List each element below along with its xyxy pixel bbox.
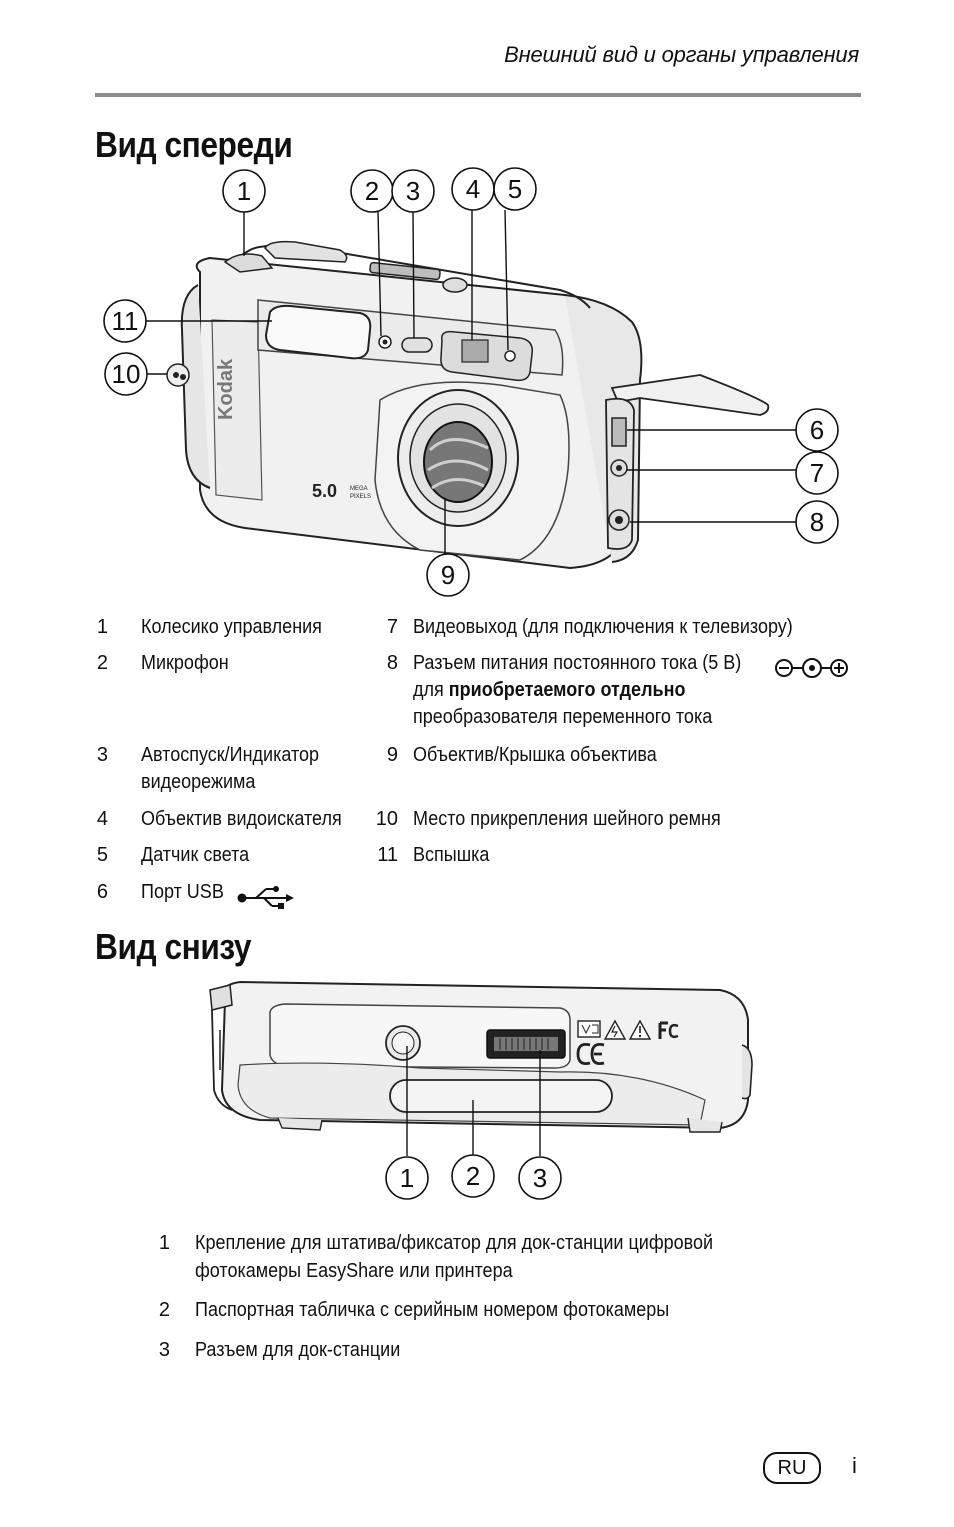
bottom-callout-1: 1 <box>385 1156 429 1200</box>
bottom-item-2-num: 2 <box>158 1299 170 1321</box>
front-item-5-text: Датчик света <box>141 844 250 866</box>
callout-10: 10 <box>104 352 148 396</box>
front-item-3-line2: видеорежима <box>141 771 256 793</box>
front-item-11-num: 11 <box>377 844 398 866</box>
front-item-5-num: 5 <box>96 844 108 866</box>
svg-text:4: 4 <box>466 174 480 204</box>
shutter-button <box>264 240 348 263</box>
power-button <box>442 277 468 293</box>
svg-text:5: 5 <box>508 174 522 204</box>
front-item-6-text: Порт USB <box>141 881 224 903</box>
megapixel-label: 5.0 <box>312 481 337 501</box>
front-item-8-line2-pre: для <box>413 679 449 701</box>
front-item-4-num: 4 <box>96 808 108 830</box>
callout-1: 1 <box>222 169 266 213</box>
warning-electric-icon <box>603 1019 627 1040</box>
self-timer-light <box>401 337 433 353</box>
leader-lines <box>146 209 796 555</box>
svg-text:11: 11 <box>112 306 139 336</box>
front-item-2-num: 2 <box>96 652 108 674</box>
section-title-bottom-view: Вид снизу <box>95 926 252 967</box>
front-item-8-line1: Разъем питания постоянного тока (5 В) <box>413 652 742 674</box>
svg-text:9: 9 <box>441 560 455 590</box>
svg-text:2: 2 <box>365 176 379 206</box>
svg-text:10: 10 <box>112 359 141 389</box>
svg-text:7: 7 <box>810 458 824 488</box>
front-item-1-text: Колесико управления <box>141 616 322 638</box>
callout-6: 6 <box>795 408 839 452</box>
section-title-front-view: Вид спереди <box>95 124 293 165</box>
front-item-4-text: Объектив видоискателя <box>141 808 342 830</box>
front-item-7-num: 7 <box>386 616 398 638</box>
front-item-8-line2-bold: приобретаемого отдельно <box>448 679 686 701</box>
usb-port <box>611 417 627 447</box>
callout-11: 11 <box>103 299 147 343</box>
callout-4: 4 <box>451 167 495 211</box>
front-item-8-num: 8 <box>386 652 398 674</box>
front-item-1-num: 1 <box>96 616 108 638</box>
fcc-mark-icon <box>658 1021 668 1039</box>
callout-7: 7 <box>795 451 839 495</box>
bottom-item-1-num: 1 <box>158 1232 170 1254</box>
front-item-3-num: 3 <box>96 744 108 766</box>
front-item-10-num: 10 <box>375 808 398 830</box>
front-item-8-line3: преобразователя переменного тока <box>413 706 713 728</box>
brand-logo: Kodak <box>215 358 237 420</box>
light-sensor <box>504 350 516 362</box>
bottom-item-2-text: Паспортная табличка с серийным номером ф… <box>195 1299 670 1321</box>
connector-door <box>610 374 770 416</box>
front-item-3-line1: Автоспуск/Индикатор <box>141 744 320 766</box>
vci-mark <box>577 1020 601 1038</box>
bottom-item-1-line1: Крепление для штатива/фиксатор для док-с… <box>195 1232 714 1254</box>
front-item-9-text: Объектив/Крышка объектива <box>413 744 657 766</box>
bottom-item-3-text: Разъем для док-станции <box>195 1339 401 1361</box>
front-item-2-text: Микрофон <box>141 652 229 674</box>
language-badge: RU <box>763 1452 821 1484</box>
callout-8: 8 <box>795 500 839 544</box>
running-header: Внешний вид и органы управления <box>504 42 859 67</box>
bottom-callout-2: 2 <box>451 1154 495 1198</box>
bottom-item-3-num: 3 <box>158 1339 170 1361</box>
front-item-10-text: Место прикрепления шейного ремня <box>413 808 721 830</box>
svg-text:2: 2 <box>466 1161 480 1191</box>
bottom-rim <box>209 984 233 1011</box>
bottom-callout-3: 3 <box>518 1156 562 1200</box>
svg-text:6: 6 <box>810 415 824 445</box>
header-rule <box>95 93 861 97</box>
flash-window <box>264 304 372 360</box>
svg-text:3: 3 <box>533 1163 547 1193</box>
front-item-11-text: Вспышка <box>413 844 490 866</box>
callout-5: 5 <box>493 167 537 211</box>
front-item-9-num: 9 <box>386 744 398 766</box>
control-dial <box>223 253 274 273</box>
page-number: i <box>852 1453 857 1478</box>
callout-9: 9 <box>426 553 470 597</box>
svg-text:1: 1 <box>400 1163 414 1193</box>
svg-text:1: 1 <box>237 176 251 206</box>
camera-left-side <box>180 284 211 489</box>
front-item-6-num: 6 <box>96 881 108 903</box>
pixels-word: PIXELS <box>350 494 371 500</box>
front-item-7-text: Видеовыход (для подключения к телевизору… <box>413 616 793 638</box>
svg-text:3: 3 <box>406 176 420 206</box>
svg-text:8: 8 <box>810 507 824 537</box>
camera-front-illustration: Kodak 5.0 MEGA PIXELS 1 2 3 4 <box>103 167 839 597</box>
serial-label-plate <box>389 1079 613 1113</box>
bottom-item-1-line2: фотокамеры EasyShare или принтера <box>195 1260 513 1282</box>
top-slot <box>369 261 441 281</box>
usb-icon <box>237 886 294 909</box>
ce-mark-icon <box>576 1043 605 1065</box>
dc-polarity-icon <box>775 658 848 678</box>
mega-word: MEGA <box>350 486 368 492</box>
callout-3: 3 <box>391 169 435 213</box>
bottom-leader-lines <box>406 1046 541 1156</box>
